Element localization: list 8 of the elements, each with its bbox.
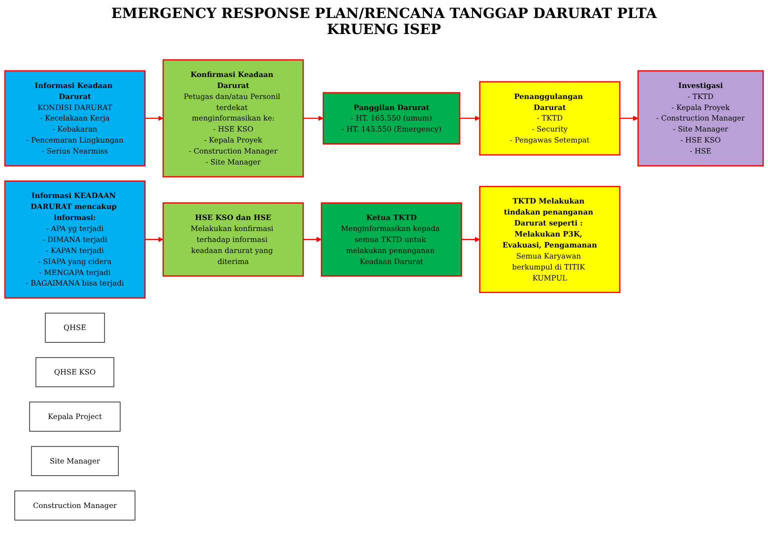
arrow bbox=[620, 116, 638, 121]
arrow bbox=[144, 116, 164, 121]
arrow bbox=[303, 236, 322, 242]
arrow bbox=[461, 236, 480, 242]
arrow bbox=[144, 236, 164, 242]
arrow bbox=[460, 116, 480, 121]
diagram-title: EMERGENCY RESPONSE PLAN/RENCANA TANGGAP DARURAT PLTA KRUENG ISEP bbox=[110, 6, 658, 38]
arrow bbox=[303, 116, 324, 121]
